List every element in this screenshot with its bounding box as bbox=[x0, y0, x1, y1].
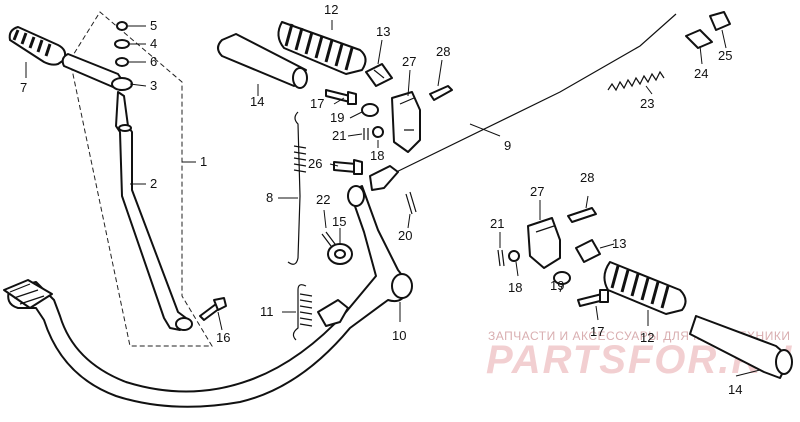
adjuster-nut-25 bbox=[709, 11, 731, 31]
bolt-17-lower bbox=[577, 289, 609, 307]
callout-23: 23 bbox=[640, 96, 654, 111]
brake-pedal-10 bbox=[3, 185, 413, 408]
assembly-outline-1 bbox=[69, 11, 213, 347]
callout-16: 16 bbox=[216, 330, 230, 345]
washer-6 bbox=[115, 57, 129, 67]
callout-28-upper: 28 bbox=[436, 44, 450, 59]
callout-26: 26 bbox=[308, 156, 322, 171]
bolt-17-upper bbox=[325, 89, 357, 105]
gearshift-rod-2 bbox=[115, 91, 193, 331]
callout-6: 6 bbox=[150, 54, 157, 69]
bolt-16 bbox=[199, 297, 227, 321]
callout-20: 20 bbox=[398, 228, 412, 243]
bolt-28-lower bbox=[567, 207, 597, 223]
callout-numbers: 5 4 6 3 7 1 2 8 14 12 13 28 27 17 19 21 … bbox=[20, 2, 742, 397]
callout-7: 7 bbox=[20, 80, 27, 95]
nut-18-upper bbox=[372, 126, 384, 138]
washer-19-lower bbox=[553, 271, 571, 285]
nut-5 bbox=[116, 21, 128, 31]
callout-17-upper: 17 bbox=[310, 96, 324, 111]
brake-rod-9 bbox=[369, 13, 677, 191]
callout-5: 5 bbox=[150, 18, 157, 33]
footpeg-rubber-12-lower bbox=[603, 261, 687, 315]
bolt-26 bbox=[333, 159, 363, 175]
footpeg-bar-14-lower bbox=[689, 315, 793, 379]
leader-lines bbox=[25, 20, 761, 377]
callout-25: 25 bbox=[718, 48, 732, 63]
return-spring-11 bbox=[292, 284, 313, 341]
pin-21-lower bbox=[497, 249, 505, 267]
callout-21-lower: 21 bbox=[490, 216, 504, 231]
callout-24: 24 bbox=[694, 66, 708, 81]
callout-2: 2 bbox=[150, 176, 157, 191]
callout-19-upper: 19 bbox=[330, 110, 344, 125]
callout-8: 8 bbox=[266, 190, 273, 205]
callout-10: 10 bbox=[392, 328, 406, 343]
callout-13-upper: 13 bbox=[376, 24, 390, 39]
footpeg-rubber-12-upper bbox=[277, 21, 367, 75]
washer-15 bbox=[327, 243, 353, 265]
callout-28-lower: 28 bbox=[580, 170, 594, 185]
shift-rubber-7 bbox=[8, 26, 67, 66]
adjuster-joint-24 bbox=[685, 29, 713, 49]
callout-9: 9 bbox=[504, 138, 511, 153]
callout-3: 3 bbox=[150, 78, 157, 93]
pin-21-upper bbox=[363, 128, 369, 140]
cotter-pin-20 bbox=[405, 191, 417, 215]
bracket-27-lower bbox=[527, 217, 561, 269]
callout-12-upper: 12 bbox=[324, 2, 338, 17]
callout-27-lower: 27 bbox=[530, 184, 544, 199]
callout-27-upper: 27 bbox=[402, 54, 416, 69]
washer-19-upper bbox=[361, 103, 379, 117]
callout-14-lower: 14 bbox=[728, 382, 742, 397]
callout-14-upper: 14 bbox=[250, 94, 264, 109]
stop-switch-spring-8 bbox=[287, 111, 307, 265]
plate-13-upper bbox=[365, 63, 393, 87]
bolt-28-upper bbox=[429, 85, 453, 101]
footpeg-bar-14-upper bbox=[217, 33, 308, 89]
bracket-27-upper bbox=[391, 91, 421, 153]
shift-arm-3 bbox=[61, 53, 133, 91]
callout-4: 4 bbox=[150, 36, 157, 51]
callout-11: 11 bbox=[260, 304, 274, 319]
callout-12-lower: 12 bbox=[640, 330, 654, 345]
callout-19-lower: 19 bbox=[550, 278, 564, 293]
plate-13-lower bbox=[575, 239, 601, 263]
nut-18-lower bbox=[508, 250, 520, 262]
callout-21-upper: 21 bbox=[332, 128, 346, 143]
callout-18-lower: 18 bbox=[508, 280, 522, 295]
callout-1: 1 bbox=[200, 154, 207, 169]
callout-18-upper: 18 bbox=[370, 148, 384, 163]
callout-22: 22 bbox=[316, 192, 330, 207]
callout-17-lower: 17 bbox=[590, 324, 604, 339]
brake-spring-23 bbox=[607, 70, 665, 92]
washer-4 bbox=[114, 39, 130, 49]
callout-15: 15 bbox=[332, 214, 346, 229]
callout-13-lower: 13 bbox=[612, 236, 626, 251]
